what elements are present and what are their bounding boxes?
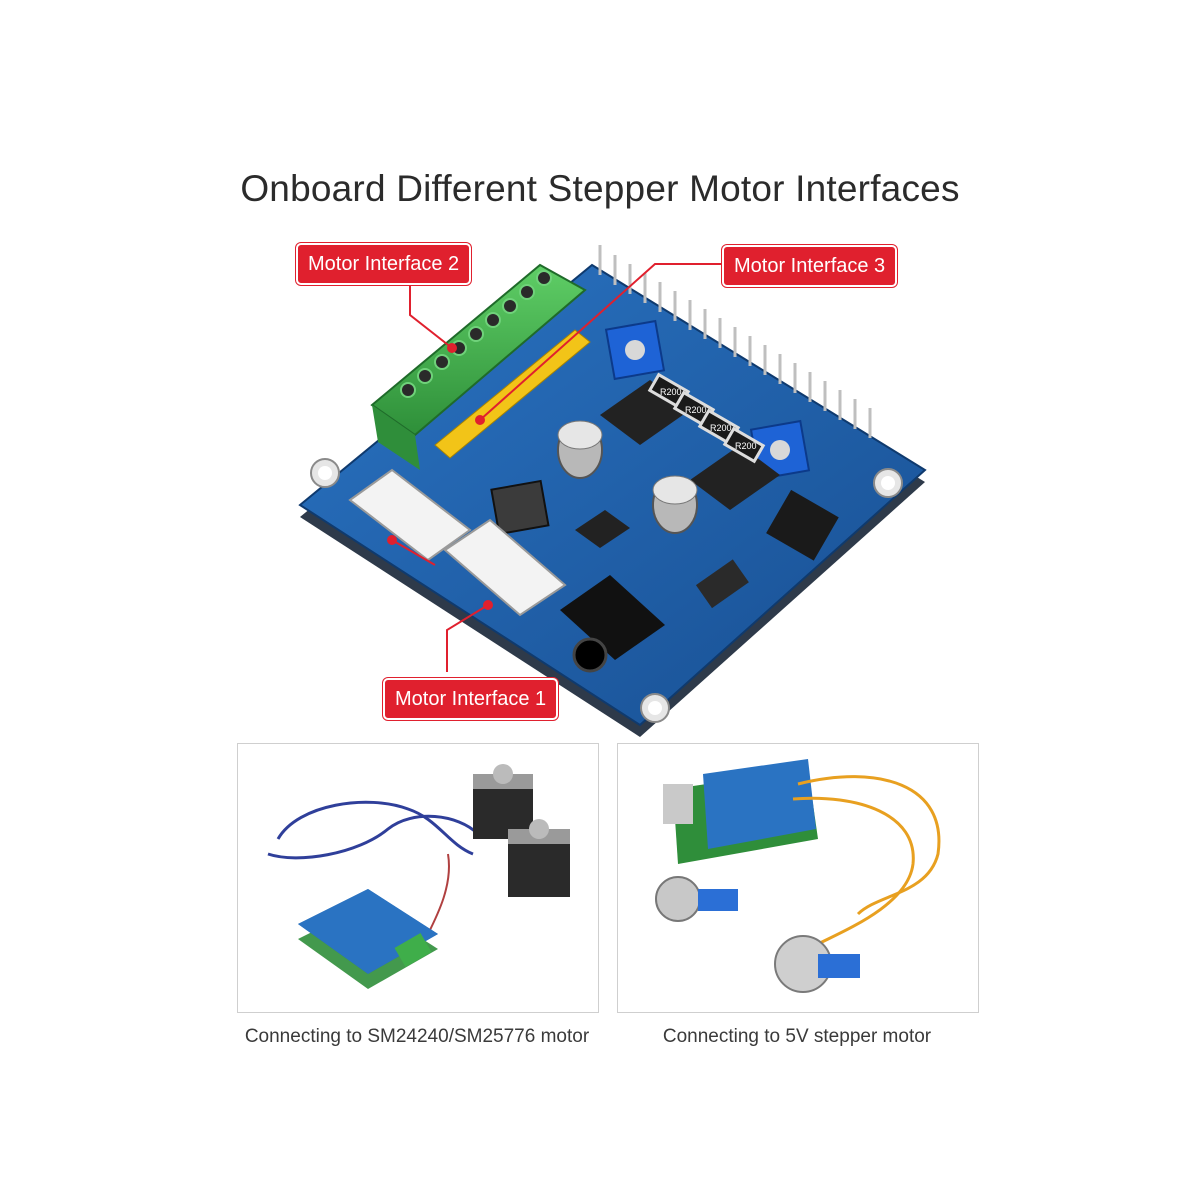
- capacitor: [557, 420, 698, 534]
- motor-interface-2-callout: Motor Interface 2: [296, 243, 472, 285]
- screw-terminal: [370, 263, 587, 470]
- resistor-label: R200: [685, 405, 707, 415]
- resistor-label: R200: [660, 387, 682, 397]
- motor-interface-3-callout: Motor Interface 3: [722, 245, 898, 287]
- stepper-hat-board-image: R200 R200 R200 R200: [298, 245, 927, 737]
- caption-5v-stepper: Connecting to 5V stepper motor: [662, 1026, 932, 1047]
- resistor-label: R200: [710, 423, 732, 433]
- gpio-header: [598, 245, 872, 438]
- resistor-label: R200: [735, 441, 757, 451]
- 5v-stepper-connection-image: [617, 743, 979, 1013]
- inductor: [490, 479, 550, 536]
- slide-switch: [695, 559, 749, 609]
- sm24240-connection-image: [237, 743, 599, 1013]
- page-title: Onboard Different Stepper Motor Interfac…: [240, 168, 960, 209]
- caption-sm24240: Connecting to SM24240/SM25776 motor: [244, 1026, 590, 1047]
- motor-interface-1-callout: Motor Interface 1: [383, 678, 559, 720]
- yellow-pin-header: [434, 329, 591, 459]
- dip-switch: [766, 489, 839, 561]
- dc-jack: [560, 575, 665, 673]
- jst-connector: [348, 468, 567, 617]
